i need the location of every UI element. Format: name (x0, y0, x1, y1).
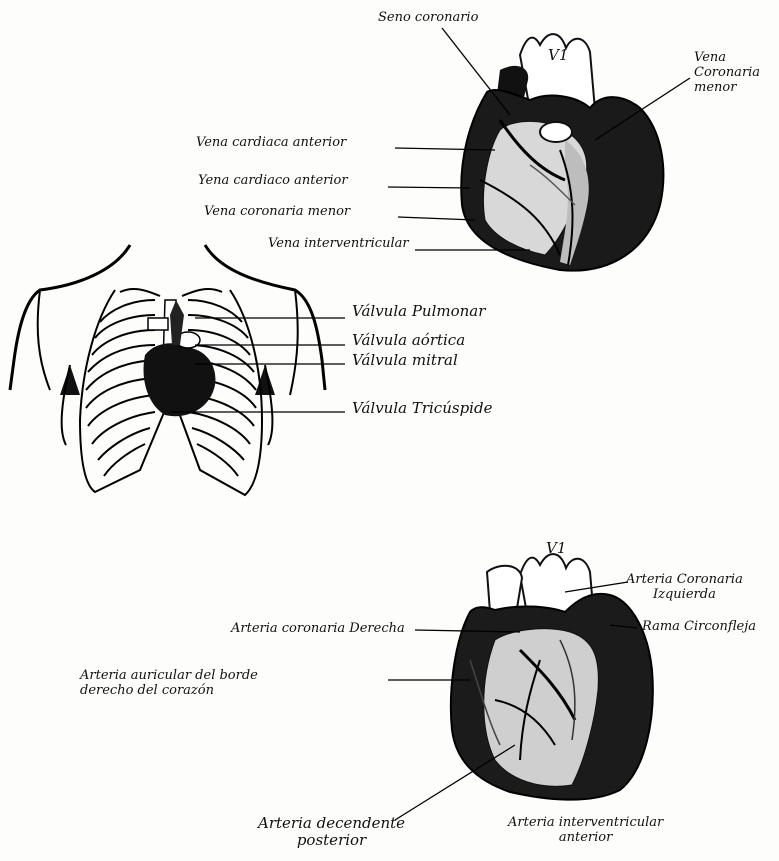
label-seno-coronario: Seno coronario (378, 10, 478, 25)
label-vena-coronaria-menor-right: Vena Coronaria menor (694, 50, 760, 95)
torso-drawing (10, 245, 325, 495)
label-valvula-pulmonar: Válvula Pulmonar (352, 303, 485, 320)
label-valvula-aortica: Válvula aórtica (352, 332, 465, 349)
v1-mark-bottom: V1 (546, 540, 566, 557)
label-arteria-coronaria-derecha: Arteria coronaria Derecha (231, 621, 405, 636)
label-vena-coronaria-menor-left: Vena coronaria menor (204, 204, 350, 219)
label-arteria-descendente-posterior: Arteria decendente posterior (258, 815, 405, 849)
label-valvula-tricuspide: Válvula Tricúspide (352, 400, 492, 417)
v1-mark-top: V1 (548, 47, 568, 64)
label-rama-circunfleja: Rama Circonfleja (642, 619, 756, 634)
label-vena-cardiaca-anterior-1: Vena cardiaca anterior (196, 135, 346, 150)
label-arteria-coronaria-izquierda: Arteria Coronaria Izquierda (626, 572, 743, 602)
label-arteria-interventricular-anterior: Arteria interventricular anterior (508, 815, 663, 845)
label-vena-cardiaca-anterior-2: Yena cardiaco anterior (198, 173, 348, 188)
label-valvula-mitral: Válvula mitral (352, 352, 458, 369)
label-arteria-auricular: Arteria auricular del borde derecho del … (80, 668, 258, 698)
label-vena-interventricular: Vena interventricular (268, 236, 409, 251)
top-heart-drawing (461, 34, 663, 271)
bottom-heart-drawing (451, 554, 653, 800)
